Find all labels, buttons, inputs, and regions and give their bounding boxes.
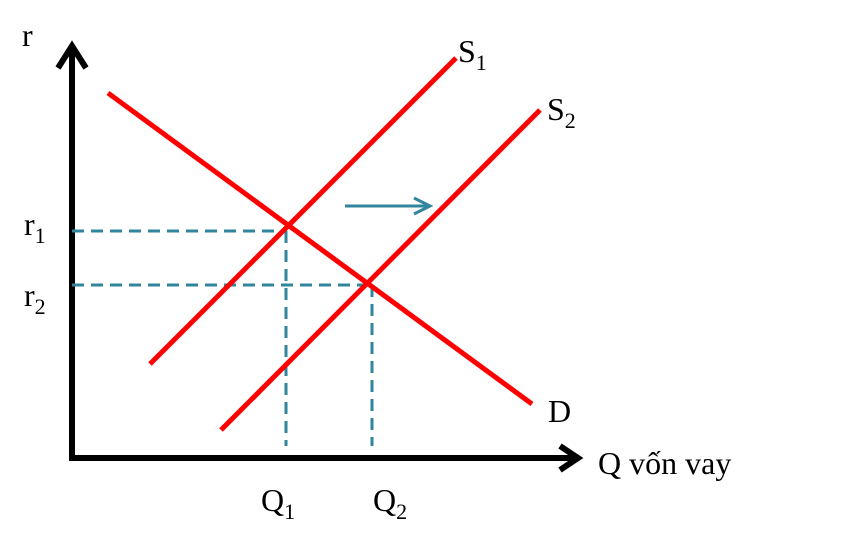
- r2-label: r2: [24, 277, 46, 319]
- s2-label-main: S: [547, 91, 565, 127]
- d-label: D: [548, 393, 571, 429]
- q1-label: Q1: [261, 482, 295, 524]
- r2-label-sub: 2: [35, 294, 46, 319]
- demand-curve: [106, 90, 534, 407]
- q2-label-sub: 2: [396, 499, 407, 524]
- supply-curve-s1: [148, 56, 458, 366]
- q2-label-main: Q: [373, 482, 396, 518]
- s1-label-main: S: [458, 33, 476, 69]
- s1-label: S1: [458, 33, 487, 75]
- q1-label-sub: 1: [284, 499, 295, 524]
- supply-curve-s2: [219, 108, 542, 432]
- r1-label-main: r: [24, 206, 35, 242]
- y-axis-label: r: [22, 17, 33, 53]
- q1-label-main: Q: [261, 482, 284, 518]
- q2-label: Q2: [373, 482, 407, 524]
- y-axis-arrowhead: [55, 40, 89, 70]
- x-axis-arrowhead: [558, 443, 584, 473]
- s1-label-sub: 1: [476, 50, 487, 75]
- shift-arrow-head: [413, 196, 434, 216]
- r2-label-main: r: [24, 277, 35, 313]
- s2-label-sub: 2: [565, 108, 576, 133]
- r1-label-sub: 1: [35, 223, 46, 248]
- x-axis-label: Q vốn vay: [598, 445, 731, 481]
- s2-label: S2: [547, 91, 576, 133]
- r1-label: r1: [24, 206, 46, 248]
